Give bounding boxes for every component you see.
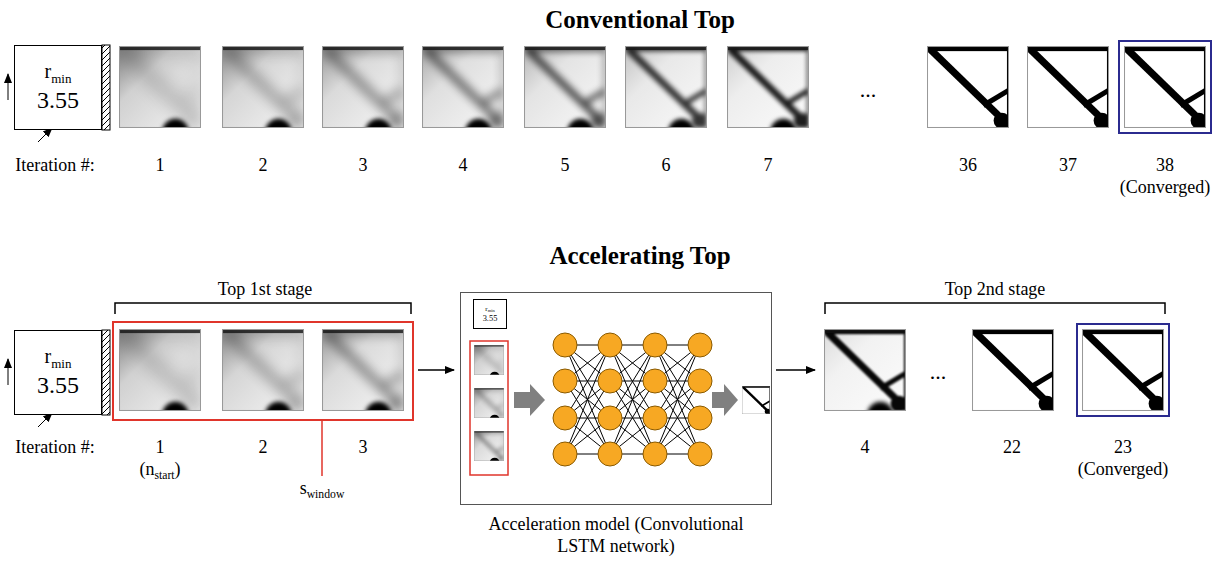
parameter-name: rmin xyxy=(45,60,72,86)
density-image xyxy=(422,46,505,145)
parameter-name: rmin xyxy=(485,305,494,314)
neural-network xyxy=(553,333,712,466)
density-image xyxy=(474,388,504,424)
parameter-box: rmin3.55 xyxy=(473,299,507,329)
density-image xyxy=(222,46,305,145)
bracket xyxy=(115,303,411,314)
label-text: 3 xyxy=(359,438,368,458)
density-image xyxy=(972,329,1055,412)
density-image xyxy=(524,46,607,145)
flow-arrow xyxy=(418,369,454,371)
parameter-value: 3.55 xyxy=(37,87,79,115)
parameter-value: 3.55 xyxy=(37,372,79,400)
label-text: 1 xyxy=(156,438,165,458)
label-text: 37 xyxy=(1059,156,1077,176)
label-text: 22 xyxy=(1003,438,1021,458)
math-label: (nstart) xyxy=(139,460,180,483)
label-text: 36 xyxy=(959,156,977,176)
label-text: 4 xyxy=(861,438,870,458)
label-text: Top 1st stage xyxy=(218,280,313,300)
label-text: 2 xyxy=(259,156,268,176)
density-image xyxy=(474,431,504,467)
parameter-box: rmin3.55 xyxy=(14,45,102,130)
density-image xyxy=(927,46,1010,129)
label-text: 2 xyxy=(259,438,268,458)
bracket xyxy=(825,303,1165,314)
section-title: Conventional Top xyxy=(545,6,735,34)
block-arrow xyxy=(712,384,738,416)
label-text: 23 xyxy=(1114,438,1132,458)
window-frame xyxy=(470,341,508,475)
density-image xyxy=(742,386,770,414)
label-text: (Converged) xyxy=(1078,460,1169,480)
subscript: min xyxy=(51,356,71,371)
density-image xyxy=(824,329,907,428)
subscript: min xyxy=(488,308,495,313)
label-text: 1 xyxy=(156,156,165,176)
label-text: 4 xyxy=(459,156,468,176)
density-image xyxy=(625,46,708,145)
label-text: 5 xyxy=(561,156,570,176)
density-image xyxy=(1082,329,1165,412)
density-image xyxy=(119,329,202,428)
density-images xyxy=(119,46,1207,467)
parameter-box: rmin3.55 xyxy=(14,330,102,415)
label-text: s xyxy=(300,478,307,498)
density-image xyxy=(119,46,202,145)
label-text: 38 xyxy=(1156,156,1174,176)
label-text: (n xyxy=(139,459,154,479)
symbol: r xyxy=(45,60,52,82)
subscript: min xyxy=(51,71,71,86)
boundary-conditions xyxy=(8,45,110,427)
density-image xyxy=(322,46,405,145)
density-image xyxy=(322,329,405,428)
label-text: Iteration #: xyxy=(15,438,94,458)
window-frame xyxy=(113,322,413,420)
flow-arrow xyxy=(776,369,815,371)
label-text: (Converged) xyxy=(1120,178,1211,198)
parameter-name: rmin xyxy=(45,345,72,371)
density-image xyxy=(727,46,810,145)
density-image xyxy=(474,345,504,381)
box-caption: Acceleration model (Convolutional LSTM n… xyxy=(486,514,746,557)
block-arrow xyxy=(514,384,545,416)
model-box: Acceleration model (Convolutional LSTM n… xyxy=(460,292,772,505)
subscript: start xyxy=(154,469,174,482)
section-title: Accelerating Top xyxy=(549,242,730,270)
converged-frame xyxy=(1119,41,1211,133)
subscript: window xyxy=(307,488,345,501)
label-text: Top 2nd stage xyxy=(945,280,1046,300)
converged-frame xyxy=(1077,324,1169,416)
symbol: r xyxy=(485,305,487,313)
label-text: ... xyxy=(860,78,877,102)
parameter-value: 3.55 xyxy=(483,314,498,324)
label-text: 7 xyxy=(764,156,773,176)
label-text: ... xyxy=(930,360,947,384)
label-text: ) xyxy=(175,459,181,479)
leader-line xyxy=(321,420,323,476)
density-image xyxy=(222,329,305,428)
math-label: swindow xyxy=(300,479,345,502)
label-text: 6 xyxy=(662,156,671,176)
symbol: r xyxy=(45,345,52,367)
density-image xyxy=(1027,46,1110,129)
label-text: 3 xyxy=(359,156,368,176)
density-image xyxy=(1124,46,1207,129)
label-text: Iteration #: xyxy=(15,156,94,176)
